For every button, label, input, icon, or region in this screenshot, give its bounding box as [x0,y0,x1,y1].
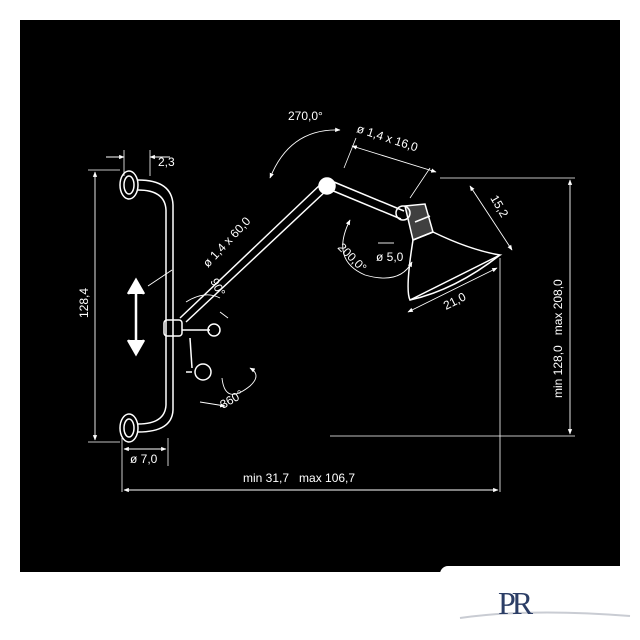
extension-lines [88,137,575,492]
lamp-technical-drawing: 2,3 128,4 ø 1,4 x 60,0 90° 270,0° ø 1,4 … [77,109,575,493]
top-wall-mount [119,170,139,200]
swivel-joint [163,319,221,381]
base-rotation-arc [221,367,257,395]
brand-logo-tab: PR [440,566,640,640]
top-rotation-arc [269,127,341,179]
joint-angle-arc [185,294,221,303]
reach-range-label: min 31,7 max 106,7 [243,471,355,485]
base-rotation-label: 360° [218,387,247,412]
height-adjust-arrow [126,277,146,357]
shade-rotation-arc [342,219,413,279]
pr-logo: PR [459,585,631,621]
technical-drawing-panel: 2,3 128,4 ø 1,4 x 60,0 90° 270,0° ø 1,4 … [20,20,620,572]
wall-height-label: 128,4 [77,288,91,318]
cable-width-label: 2,3 [158,155,175,169]
height-range-label: min 128,0 max 208,0 [551,279,565,398]
top-rotation-label: 270,0° [288,109,323,123]
shade-height-dim [469,185,513,251]
base-diameter-label: ø 7,0 [130,452,158,466]
shade-width-label: 21,0 [441,289,468,312]
lamp-arm [179,177,405,323]
shade-width-dim [407,267,498,313]
bottom-wall-mount [119,413,139,443]
shade-height-label: 15,2 [487,193,511,221]
elbow-joint [318,177,336,195]
logo-monogram: PR [498,585,534,621]
base-knob [194,363,212,381]
dimension-lines [92,127,573,493]
arm-tube-label: ø 1,4 x 60,0 [200,214,254,270]
upper-tube-dim [351,145,437,173]
knob-diameter-label: ø 5,0 [376,250,404,264]
lamp-shade [395,203,503,302]
shade-rotation-label: 200,0° [335,240,370,275]
wall-bracket [119,170,174,443]
